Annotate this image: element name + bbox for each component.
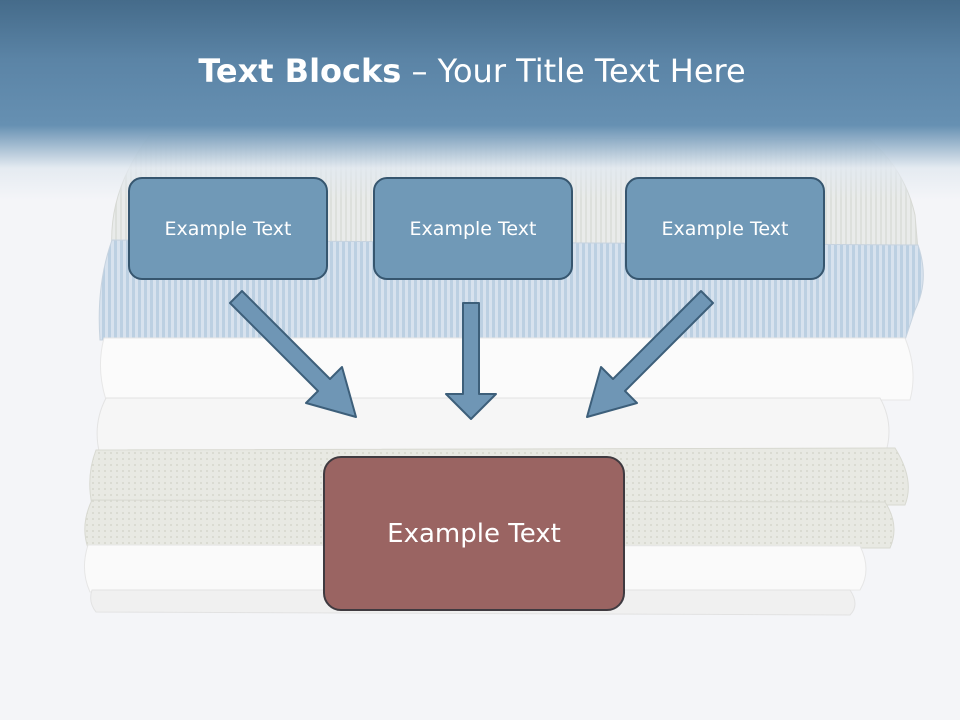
text-block-3[interactable]: Example Text (625, 177, 825, 280)
text-block-1[interactable]: Example Text (128, 177, 328, 280)
slide-title: Text Blocks – Your Title Text Here (0, 52, 944, 90)
text-block-2[interactable]: Example Text (373, 177, 573, 280)
arrow-center-down (445, 302, 497, 420)
header-band (0, 0, 960, 200)
arrow-left-diagonal (229, 290, 357, 418)
main-text-block[interactable]: Example Text (323, 456, 625, 611)
arrow-right-diagonal (586, 290, 714, 418)
title-rest: – Your Title Text Here (401, 52, 746, 90)
title-bold: Text Blocks (198, 52, 402, 90)
